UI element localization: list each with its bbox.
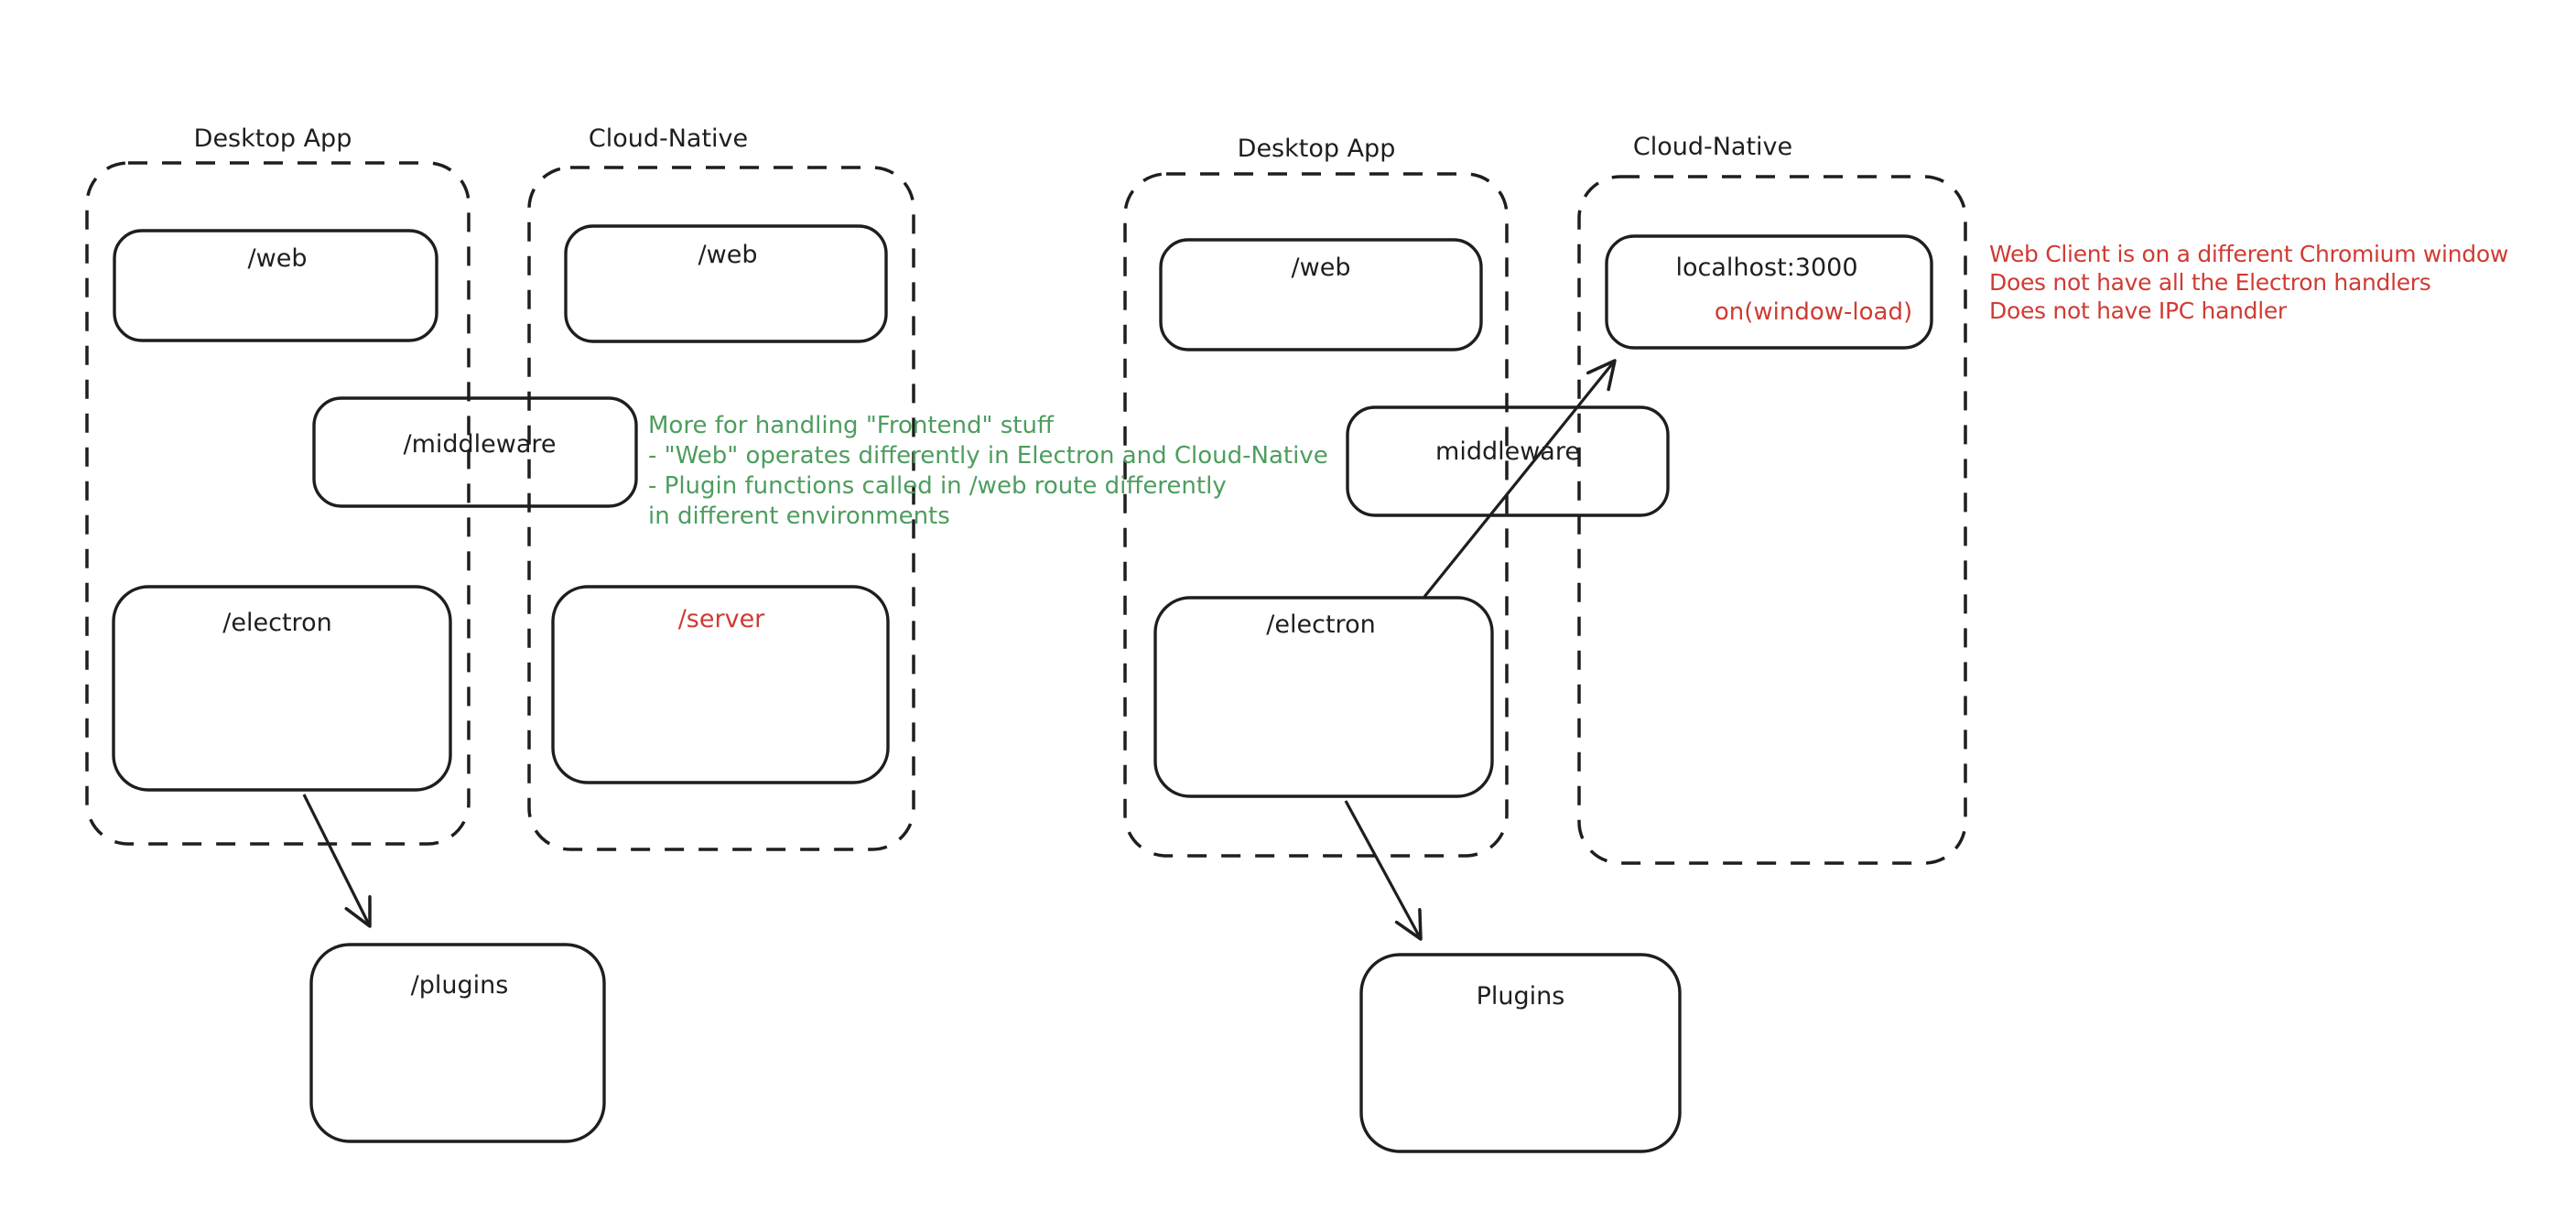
green-note: More for handling "Frontend" stuff - "We… — [648, 411, 1328, 532]
right-plugins-label: Plugins — [1476, 982, 1565, 1010]
left-middleware-label: /middleware — [403, 430, 557, 459]
red-note-line: Web Client is on a different Chromium wi… — [1989, 241, 2508, 267]
arrow-electron-to-plugins-right — [1344, 800, 1421, 939]
green-note-line: in different environments — [648, 503, 950, 530]
green-note-line: - Plugin functions called in /web route … — [648, 472, 1227, 500]
left-electron-box — [112, 585, 452, 792]
left-plugins-box — [309, 943, 606, 1143]
right-middleware-box — [1346, 405, 1670, 517]
arrow-electron-to-localhost — [1423, 361, 1615, 599]
right-middleware-label: middleware — [1435, 438, 1580, 466]
red-note: Web Client is on a different Chromium wi… — [1989, 240, 2508, 325]
left-web-desktop-label: /web — [247, 244, 308, 273]
right-electron-label: /electron — [1266, 611, 1376, 639]
green-note-line: - "Web" operates differently in Electron… — [648, 442, 1328, 470]
right-plugins-box — [1359, 953, 1682, 1153]
right-desktop-app-container — [1123, 172, 1509, 858]
right-localhost-box — [1605, 234, 1933, 350]
left-middleware-box — [312, 396, 638, 508]
left-cloud-native-label: Cloud-Native — [588, 124, 749, 153]
green-note-line: More for handling "Frontend" stuff — [648, 412, 1054, 439]
left-electron-label: /electron — [222, 609, 332, 637]
right-web-box — [1159, 238, 1483, 351]
left-cloud-native-container — [527, 166, 915, 851]
right-desktop-app-label: Desktop App — [1237, 135, 1396, 163]
left-web-cloud-label: /web — [698, 241, 758, 269]
right-web-label: /web — [1291, 254, 1351, 282]
red-note-line: Does not have IPC handler — [1989, 297, 2287, 324]
right-cloud-native-container — [1577, 175, 1967, 865]
left-web-desktop-box — [113, 229, 438, 342]
left-web-cloud-box — [564, 224, 888, 343]
left-server-label: /server — [677, 605, 765, 633]
right-cloud-native-label: Cloud-Native — [1632, 133, 1793, 161]
left-desktop-app-container — [85, 161, 471, 846]
right-electron-box — [1153, 596, 1494, 798]
right-localhost-label: localhost:3000 — [1675, 254, 1858, 282]
left-desktop-app-label: Desktop App — [193, 124, 352, 153]
right-localhost-event-label: on(window-load) — [1714, 298, 1913, 326]
red-note-line: Does not have all the Electron handlers — [1989, 269, 2431, 296]
left-plugins-label: /plugins — [410, 971, 509, 1000]
left-server-box — [551, 585, 890, 784]
arrow-electron-to-plugins-left — [302, 794, 370, 926]
